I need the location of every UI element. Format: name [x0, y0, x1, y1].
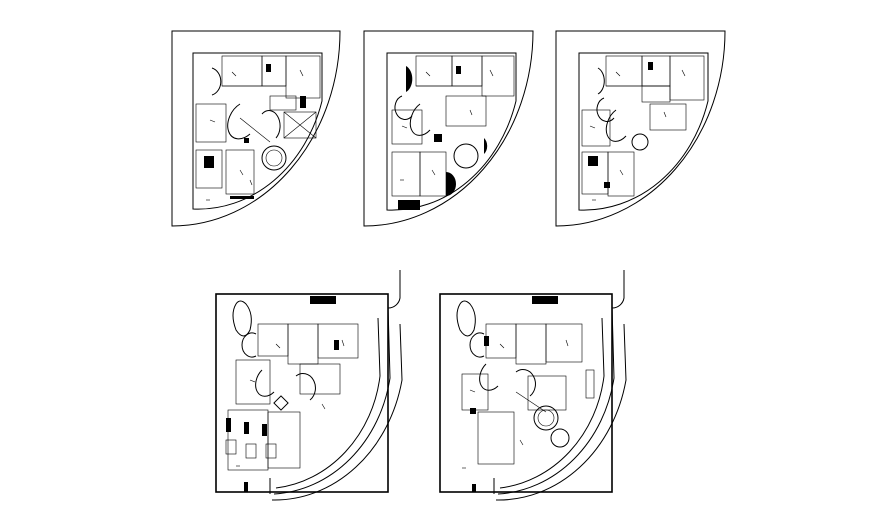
floor-plan-5: [439, 270, 627, 501]
floor-plan-4: [215, 270, 403, 501]
floor-plan-1: [171, 30, 341, 227]
floor-plan-3: [555, 30, 726, 227]
floor-plan-2: [363, 30, 534, 227]
